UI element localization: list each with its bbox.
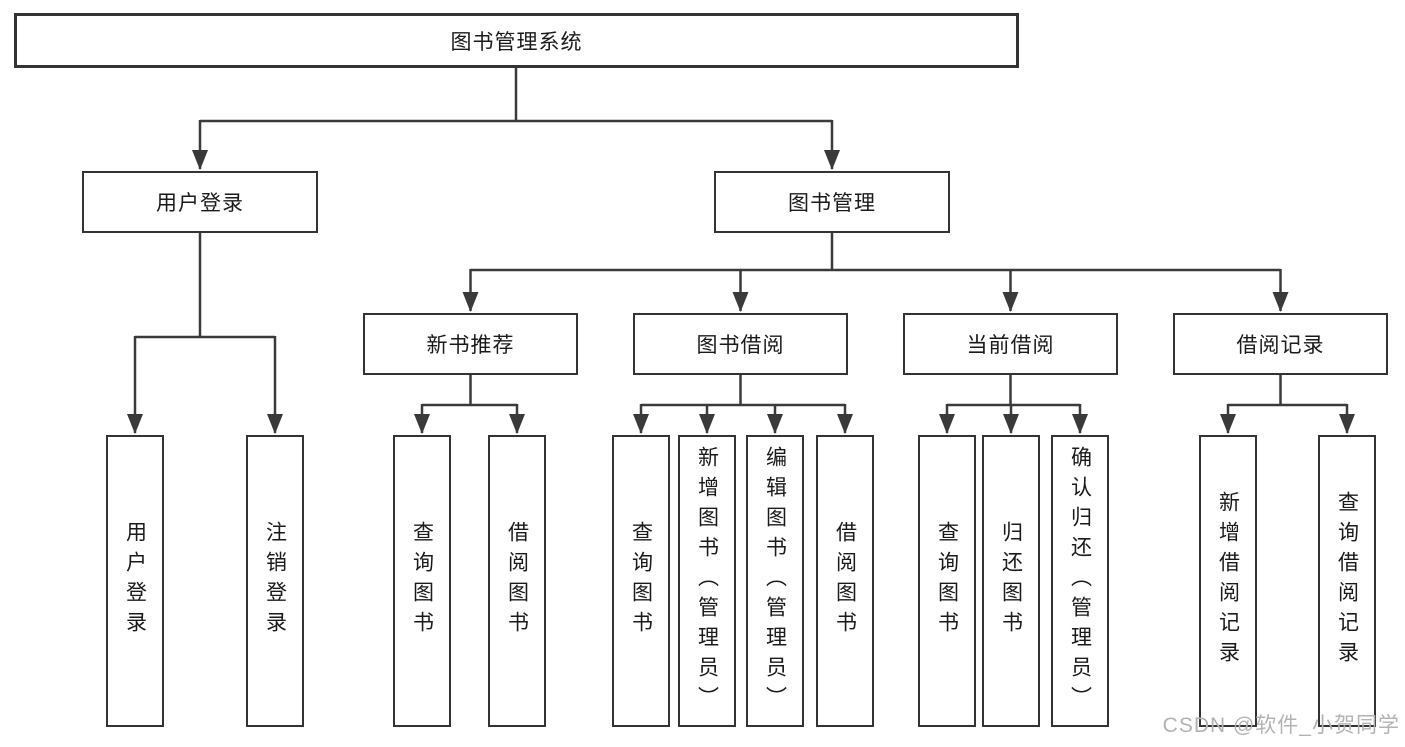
node-current-borrow: 当前借阅	[903, 313, 1118, 375]
node-borrow-records-label: 借阅记录	[1236, 334, 1325, 357]
node-book-management-label: 图书管理	[788, 192, 876, 215]
leaf-query-books-current-label: 查询图书	[935, 521, 959, 641]
leaf-borrow-books: 借阅图书	[816, 435, 874, 727]
leaf-logout-label: 注销登录	[263, 521, 287, 641]
leaf-query-borrow-record: 查询借阅记录	[1318, 435, 1376, 727]
leaf-confirm-return-admin: 确认归还（管理员）	[1051, 435, 1109, 727]
leaf-user-login-label: 用户登录	[123, 521, 147, 641]
node-user-login-label: 用户登录	[156, 192, 244, 215]
node-root-label: 图书管理系统	[450, 30, 583, 54]
node-new-book-recommend-label: 新书推荐	[426, 334, 515, 357]
node-root: 图书管理系统	[14, 13, 1019, 68]
leaf-query-books-borrow: 查询图书	[612, 435, 670, 727]
leaf-edit-books-admin: 编辑图书（管理员）	[746, 435, 804, 727]
leaf-add-books-admin: 新增图书（管理员）	[678, 435, 736, 727]
leaf-logout: 注销登录	[246, 435, 304, 727]
leaf-query-books-recommend: 查询图书	[393, 435, 451, 727]
leaf-return-books: 归还图书	[982, 435, 1040, 727]
leaf-add-borrow-record-label: 新增借阅记录	[1216, 491, 1240, 671]
node-book-borrow: 图书借阅	[633, 313, 848, 375]
node-book-borrow-label: 图书借阅	[696, 334, 785, 357]
leaf-borrow-books-recommend-label: 借阅图书	[505, 521, 529, 641]
node-book-management: 图书管理	[714, 171, 950, 233]
leaf-confirm-return-admin-label: 确认归还（管理员）	[1068, 446, 1092, 716]
node-new-book-recommend: 新书推荐	[363, 313, 578, 375]
leaf-add-books-admin-label: 新增图书（管理员）	[695, 446, 719, 716]
leaf-borrow-books-recommend: 借阅图书	[488, 435, 546, 727]
csdn-watermark: CSDN @软件_小贺同学	[1162, 714, 1400, 737]
leaf-borrow-books-label: 借阅图书	[833, 521, 857, 641]
node-user-login: 用户登录	[82, 171, 318, 233]
leaf-query-books-borrow-label: 查询图书	[629, 521, 653, 641]
node-borrow-records: 借阅记录	[1173, 313, 1388, 375]
leaf-query-books-recommend-label: 查询图书	[410, 521, 434, 641]
leaf-query-borrow-record-label: 查询借阅记录	[1335, 491, 1359, 671]
node-current-borrow-label: 当前借阅	[966, 334, 1055, 357]
leaf-user-login: 用户登录	[106, 435, 164, 727]
leaf-add-borrow-record: 新增借阅记录	[1199, 435, 1257, 727]
leaf-query-books-current: 查询图书	[918, 435, 976, 727]
leaf-edit-books-admin-label: 编辑图书（管理员）	[763, 446, 787, 716]
leaf-return-books-label: 归还图书	[999, 521, 1023, 641]
